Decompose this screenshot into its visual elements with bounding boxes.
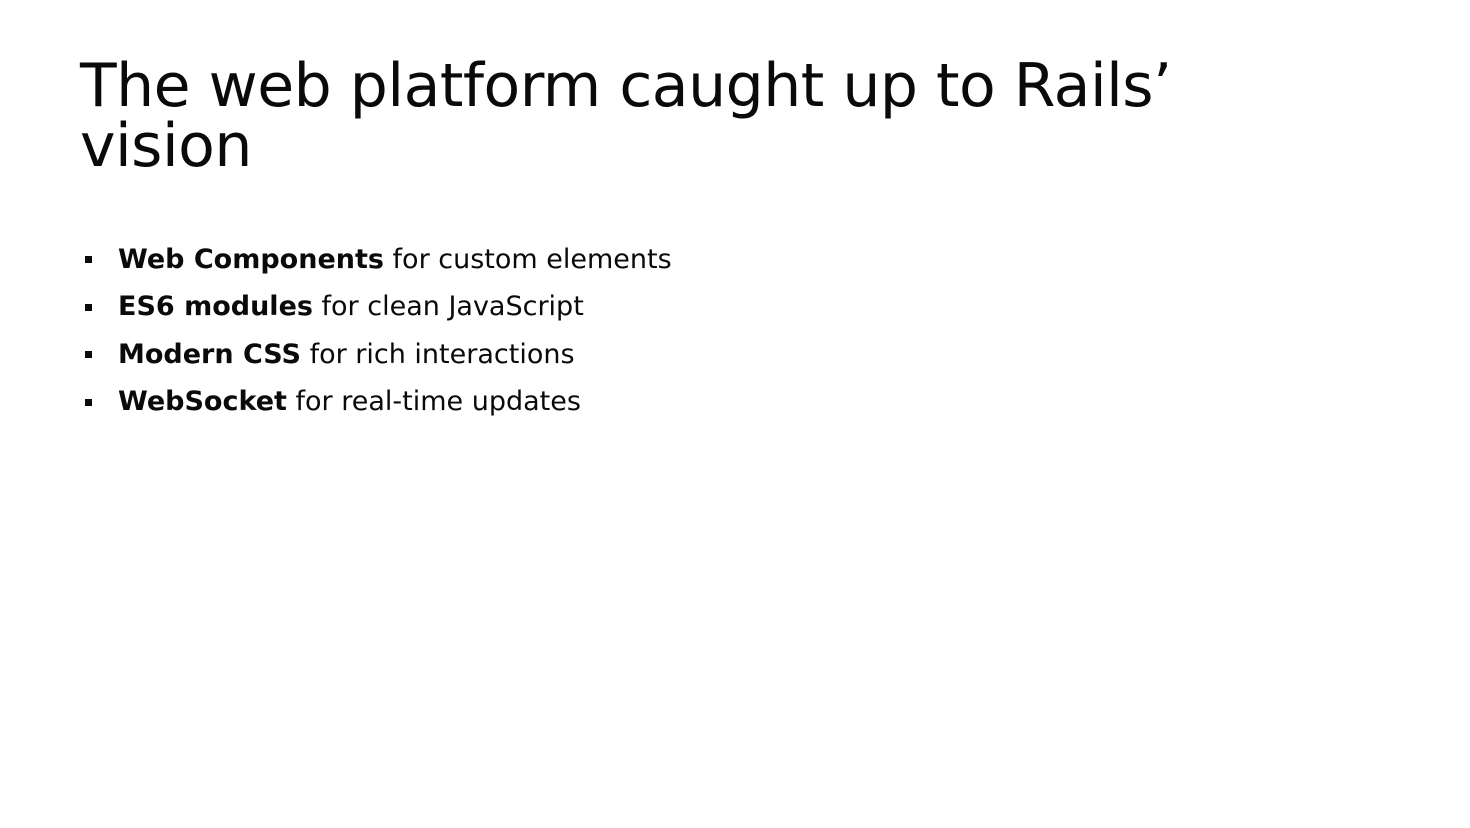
square-bullet-icon [85, 256, 92, 264]
list-item: WebSocket for real-time updates [80, 379, 1390, 427]
bullet-keyword: Modern CSS [118, 338, 301, 370]
slide-title: The web platform caught up to Rails’ vis… [80, 51, 1172, 181]
bullet-description: for clean JavaScript [312, 291, 584, 323]
list-item: Modern CSS for rich interactions [80, 331, 1390, 379]
square-bullet-icon [85, 351, 92, 359]
bullet-keyword: Web Components [118, 243, 384, 275]
bullet-keyword: ES6 modules [118, 291, 313, 323]
bullet-keyword: WebSocket [118, 386, 287, 418]
list-item: Web Components for custom elements [80, 236, 1390, 284]
bullet-description: for custom elements [383, 243, 672, 275]
square-bullet-icon [85, 303, 92, 311]
bullet-description: for rich interactions [301, 338, 575, 370]
bullet-description: for real-time updates [286, 386, 581, 418]
square-bullet-icon [85, 398, 92, 406]
bullet-list: Web Components for custom elements ES6 m… [80, 236, 1390, 426]
list-item: ES6 modules for clean JavaScript [80, 284, 1390, 332]
